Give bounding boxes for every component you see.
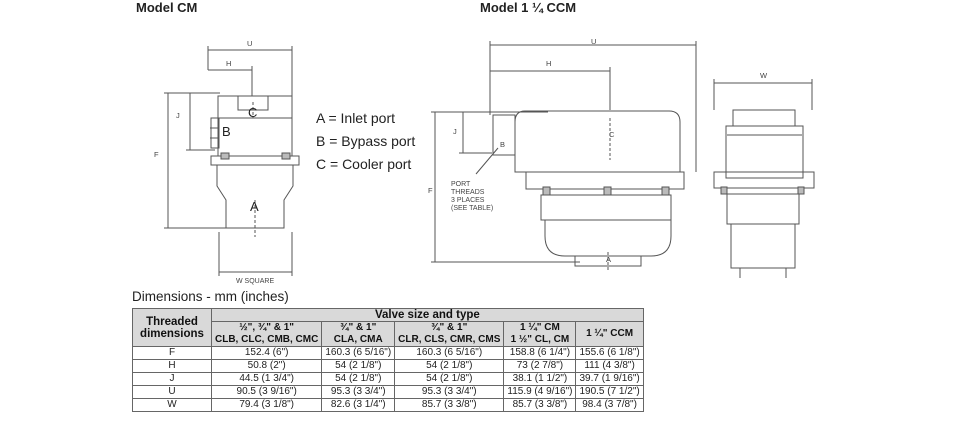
table-row: W 79.4 (3 1/8") 82.6 (3 1/4") 85.7 (3 3/… [132,398,644,412]
label-j-ccm: J [453,127,457,136]
table-cell: 98.4 (3 7/8") [575,398,644,412]
col-header-line: ½", ¾" & 1" [239,322,295,333]
table-cell: 54 (2 1/8") [394,372,505,386]
table-cell: 39.7 (1 9/16") [575,372,644,386]
port-threads-line-4: (SEE TABLE) [451,205,493,212]
model-cm-drawing [164,46,300,276]
table-cell: 90.5 (3 9/16") [210,385,323,399]
valve-drawings: U H J F W SQUARE U H J F B C A PORT THRE… [154,37,815,285]
col-header-line: 1 ½" CL, CM [510,334,570,345]
label-c-cm: C [248,105,257,120]
corner-header: Threaded dimensions [132,308,212,347]
model-ccm-drawing [431,41,697,270]
row-dim-label: U [132,385,212,399]
col-header: ½", ¾" & 1" CLB, CLC, CMB, CMC [210,321,323,347]
label-j-cm: J [176,111,180,120]
model-cm-title: Model CM [136,0,198,15]
table-cell: 54 (2 1/8") [321,372,396,386]
label-h-cm: H [226,59,231,68]
table-row: F 152.4 (6") 160.3 (6 5/16") 160.3 (6 5/… [132,346,644,360]
table-cell: 54 (2 1/8") [394,359,505,373]
legend-bypass: B = Bypass port [316,133,416,149]
table-cell: 190.5 (7 1/2") [575,385,644,399]
corner-line-1: Threaded [146,315,198,328]
dimensions-table: Threaded dimensions Valve size and type … [132,308,644,412]
table-cell: 160.3 (6 5/16") [321,346,396,360]
group-header: Valve size and type [211,308,644,322]
table-cell: 44.5 (1 3/4") [210,372,323,386]
table-cell: 111 (4 3/8") [575,359,644,373]
table-cell: 158.8 (6 1/4") [503,346,577,360]
table-row: H 50.8 (2") 54 (2 1/8") 54 (2 1/8") 73 (… [132,359,644,373]
table-cell: 85.7 (3 3/8") [503,398,577,412]
col-header: 1 ¼" CCM [575,321,644,347]
table-cell: 115.9 (4 9/16") [503,385,577,399]
table-cell: 155.6 (6 1/8") [575,346,644,360]
col-header: ¾" & 1" CLA, CMA [321,321,396,347]
table-cell: 95.3 (3 3/4") [321,385,396,399]
label-a-cm: A [250,199,259,214]
col-header-line: 1 ¼" CCM [586,328,634,339]
col-header-line: CLR, CLS, CMR, CMS [398,334,501,345]
legend-inlet: A = Inlet port [316,110,395,126]
row-dim-label: W [132,398,212,412]
table-cell: 82.6 (3 1/4") [321,398,396,412]
label-c-ccm: C [609,130,615,139]
label-a-ccm: A [606,255,611,264]
table-cell: 50.8 (2") [210,359,323,373]
label-b-ccm: B [500,140,505,149]
col-header-line: 1 ¼" CM [520,322,560,333]
label-u-cm: U [247,39,252,48]
port-threads-line-1: PORT [451,181,471,188]
label-b-cm: B [222,124,231,139]
row-dim-label: F [132,346,212,360]
table-cell: 38.1 (1 1/2") [503,372,577,386]
col-header-line: CLB, CLC, CMB, CMC [215,334,319,345]
label-f-cm: F [154,150,159,159]
port-threads-line-2: THREADS [451,189,485,196]
label-w-side: W [760,71,768,80]
table-cell: 79.4 (3 1/8") [210,398,323,412]
port-threads-line-3: 3 PLACES [451,197,485,204]
col-header-line: CLA, CMA [333,334,383,345]
table-cell: 152.4 (6") [210,346,323,360]
table-row: J 44.5 (1 3/4") 54 (2 1/8") 54 (2 1/8") … [132,372,644,386]
corner-line-2: dimensions [140,327,204,340]
table-cell: 54 (2 1/8") [321,359,396,373]
table-cell: 160.3 (6 5/16") [394,346,505,360]
col-header-line: ¾" & 1" [340,322,377,333]
label-w-square: W SQUARE [236,278,274,285]
legend-cooler: C = Cooler port [316,156,412,172]
table-cell: 95.3 (3 3/4") [394,385,505,399]
table-cell: 85.7 (3 3/8") [394,398,505,412]
label-u-ccm: U [591,37,596,46]
model-ccm-title: Model 1 ¼ CCM [480,0,577,15]
side-view-drawing [713,79,815,278]
row-dim-label: J [132,372,212,386]
table-row: U 90.5 (3 9/16") 95.3 (3 3/4") 95.3 (3 3… [132,385,644,399]
col-header-line: ¾" & 1" [431,322,468,333]
label-f-ccm: F [428,186,433,195]
col-header: 1 ¼" CM 1 ½" CL, CM [503,321,577,347]
label-h-ccm: H [546,59,551,68]
port-legend: A = Inlet port B = Bypass port C = Coole… [316,107,415,176]
col-header: ¾" & 1" CLR, CLS, CMR, CMS [394,321,505,347]
table-cell: 73 (2 7/8") [503,359,577,373]
dimensions-caption: Dimensions - mm (inches) [132,289,289,304]
row-dim-label: H [132,359,212,373]
